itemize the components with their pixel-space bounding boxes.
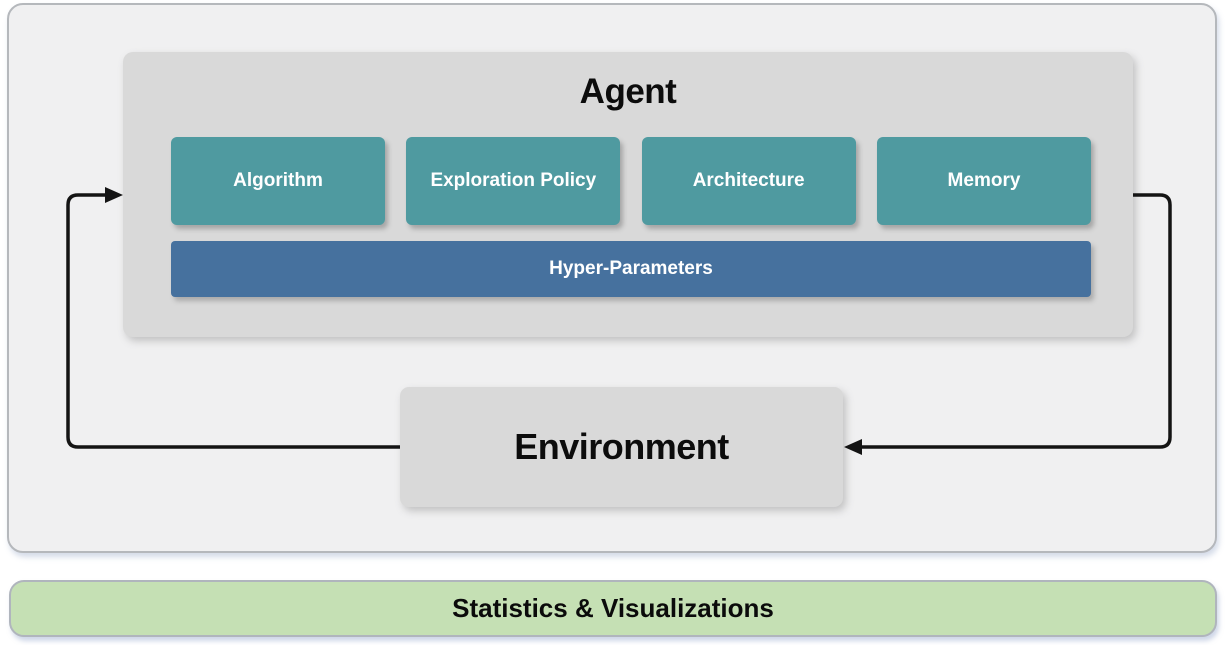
agent-title: Agent (579, 72, 677, 111)
hyper-parameters-bar: Hyper-Parameters (171, 241, 1091, 297)
module-box-exploration-policy: Exploration Policy (406, 137, 621, 225)
agent-box: Agent Algorithm Exploration Policy Archi… (123, 52, 1133, 337)
environment-label: Environment (514, 426, 729, 467)
module-label-memory: Memory (947, 170, 1021, 191)
statistics-visualizations-bar: Statistics & Visualizations (9, 580, 1217, 637)
statistics-visualizations-label: Statistics & Visualizations (452, 593, 774, 623)
hyper-parameters-label: Hyper-Parameters (549, 258, 713, 279)
agent-module-row: Algorithm Exploration Policy Architectur… (171, 137, 1091, 225)
module-label-algorithm: Algorithm (233, 170, 323, 191)
module-box-architecture: Architecture (641, 137, 856, 225)
module-box-memory: Memory (876, 137, 1091, 225)
module-box-algorithm: Algorithm (171, 137, 385, 225)
module-label-exploration-policy: Exploration Policy (430, 170, 597, 191)
module-label-architecture: Architecture (692, 170, 805, 191)
environment-box: Environment (400, 387, 843, 507)
